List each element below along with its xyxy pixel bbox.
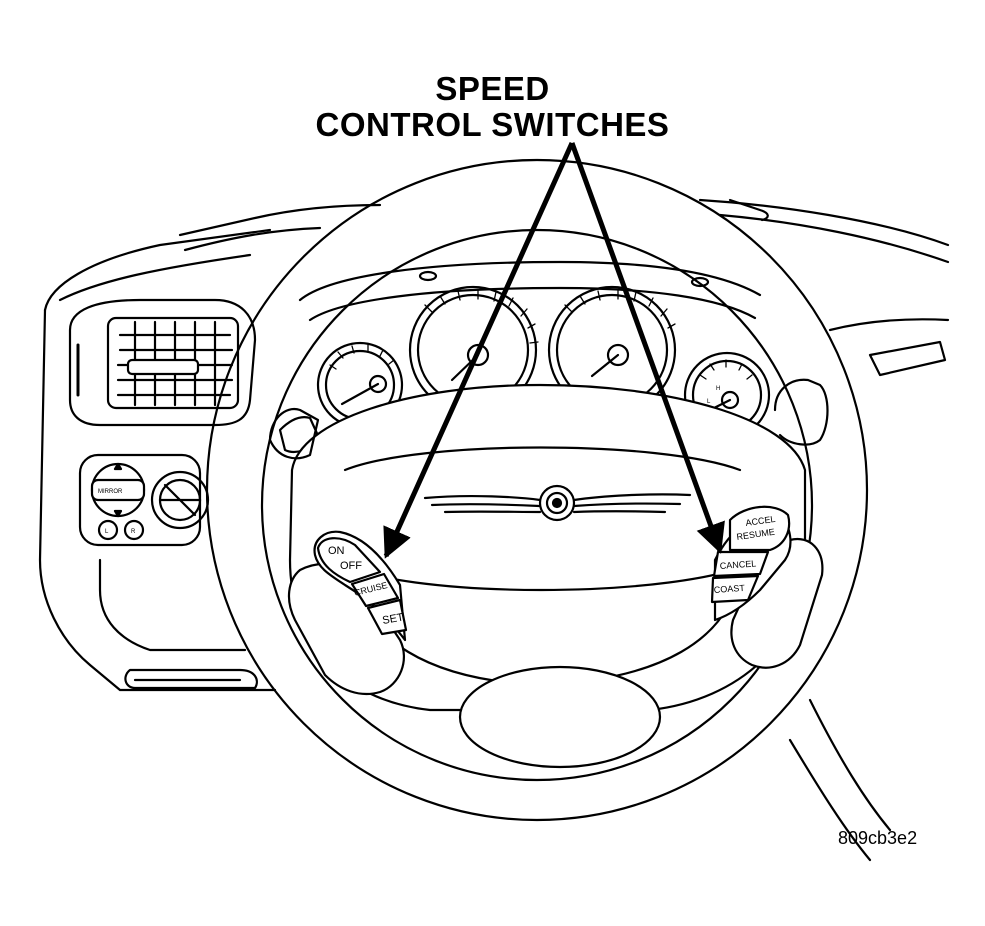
- dashboard-left: [38, 228, 277, 692]
- arrow-right-switches: [569, 142, 725, 554]
- accel-button-label: ACCEL: [745, 514, 776, 528]
- on-label: ON: [328, 545, 345, 557]
- chrysler-emblem: [423, 484, 692, 522]
- mirror-left-label: L: [105, 529, 109, 535]
- gauge-high-mark: H: [716, 386, 720, 392]
- air-vent-left: [68, 298, 257, 427]
- off-label: OFF: [340, 560, 362, 572]
- left-switch-group: [316, 537, 408, 636]
- mirror-right-label: R: [131, 529, 136, 535]
- set-button-label: SET: [381, 611, 404, 627]
- callout-title-line2: CONTROL SWITCHES: [315, 106, 670, 143]
- steering-wheel-rim: [205, 158, 869, 822]
- mirror-label: MIRROR: [98, 489, 123, 495]
- dashboard-top: [178, 198, 950, 264]
- arrow-left-switches: [383, 141, 575, 559]
- callout-title-line1: SPEED: [435, 70, 550, 107]
- cancel-button-label: CANCEL: [719, 558, 756, 571]
- right-dash-and-stalk: [773, 318, 950, 862]
- figure-id: 809cb3e2: [838, 828, 918, 848]
- steering-wheel-hub: [288, 383, 807, 769]
- turn-signal-stalk: [268, 407, 320, 460]
- gauge-low-mark: L: [707, 399, 711, 405]
- gauge-ticks: [329, 289, 753, 380]
- mirror-control-panel: [78, 453, 210, 547]
- right-switch-group: [710, 505, 791, 604]
- coast-button-label: COAST: [713, 583, 745, 595]
